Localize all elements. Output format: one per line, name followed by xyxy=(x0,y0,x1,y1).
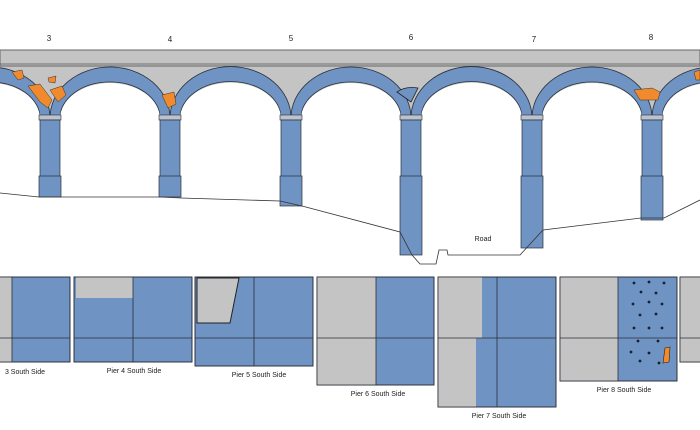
arch-opening xyxy=(662,84,700,119)
arch-opening xyxy=(60,83,160,119)
deck-parapet xyxy=(0,49,700,67)
pier-number-5: 5 xyxy=(289,34,294,43)
pier-number-labels: 3 4 5 6 7 8 Road xyxy=(47,33,654,243)
panel-label-pier-7: Pier 7 South Side xyxy=(472,413,527,420)
defect-dot xyxy=(657,361,661,365)
defect-dot xyxy=(629,350,633,354)
arch-opening xyxy=(0,83,40,119)
panel-label-pier-4: Pier 4 South Side xyxy=(107,368,162,375)
defect-dot xyxy=(660,302,664,306)
pier-shaft xyxy=(159,119,181,178)
pier-cap xyxy=(279,114,303,121)
elevation-view xyxy=(0,49,700,265)
pier-shaft xyxy=(641,119,663,178)
pier-base xyxy=(38,175,62,198)
arch-ring xyxy=(651,67,700,119)
defect-dot xyxy=(656,339,660,343)
defect-dot xyxy=(654,312,658,316)
damage-patch xyxy=(47,75,57,84)
pier-shaft xyxy=(280,119,302,178)
ground-profile xyxy=(0,192,700,265)
defect-dot xyxy=(647,351,651,355)
pier-number-3: 3 xyxy=(47,34,52,43)
defect-dot xyxy=(636,339,640,343)
pier-shaft xyxy=(521,119,543,178)
pier-cap xyxy=(158,114,182,121)
damage-patch xyxy=(27,83,53,109)
pier-base xyxy=(640,175,664,221)
panel-label-pier-6: Pier 6 South Side xyxy=(351,391,406,398)
damage-patch xyxy=(11,69,25,81)
panel-outline xyxy=(679,276,700,363)
defect-dot xyxy=(638,359,642,363)
pier-number-4: 4 xyxy=(168,35,173,44)
pier-cap xyxy=(399,114,423,121)
defect-dot xyxy=(660,326,664,330)
defect-dot xyxy=(638,313,642,317)
arch-opening xyxy=(542,83,642,119)
arch-opening xyxy=(180,82,281,119)
pier-face-panels xyxy=(0,276,700,408)
damage-patch xyxy=(49,85,67,103)
panel-outline xyxy=(0,276,71,363)
defect-dot xyxy=(654,291,658,295)
arch-opening xyxy=(421,82,522,119)
panel-outline xyxy=(316,276,435,386)
panel-outline xyxy=(437,276,557,408)
road-label: Road xyxy=(475,236,492,243)
pier-cap xyxy=(520,114,544,121)
repointed-area xyxy=(438,277,482,338)
panel-label-pier-8: Pier 8 South Side xyxy=(597,387,652,394)
pier-base xyxy=(158,175,182,198)
panel-outline xyxy=(194,276,314,367)
pier-number-7: 7 xyxy=(532,35,537,44)
repointed-area xyxy=(0,277,12,362)
repointed-area xyxy=(317,277,376,385)
pier-shaft xyxy=(400,119,422,178)
damage-patch xyxy=(662,346,671,364)
defect-dot xyxy=(647,280,651,284)
pier-shaft xyxy=(39,119,61,178)
damage-patch xyxy=(633,87,661,101)
defect-dot xyxy=(647,326,651,330)
pier-cap xyxy=(640,114,664,121)
panel-label-pier-5: Pier 5 South Side xyxy=(232,372,287,379)
pier-cap xyxy=(38,114,62,121)
pier-number-8: 8 xyxy=(649,33,654,42)
spalled-area xyxy=(396,87,419,103)
panel-labels: 3 South Side Pier 4 South Side Pier 5 So… xyxy=(5,368,651,420)
pier-number-6: 6 xyxy=(409,33,414,42)
damage-patch xyxy=(693,69,700,81)
defect-dot xyxy=(631,302,635,306)
repointed-area xyxy=(680,277,700,362)
defect-dot xyxy=(632,281,636,285)
pier-base xyxy=(520,175,544,249)
defect-dot xyxy=(662,281,666,285)
pier-base xyxy=(279,175,303,207)
defect-dot xyxy=(632,326,636,330)
repointed-area xyxy=(560,277,618,381)
repointed-area xyxy=(438,338,476,407)
repointed-area xyxy=(196,277,240,324)
defect-dot xyxy=(647,300,651,304)
defect-dot xyxy=(639,290,643,294)
panel-label-pier-3: 3 South Side xyxy=(5,369,45,376)
damage-patch xyxy=(161,91,177,109)
pier-base xyxy=(399,175,423,256)
arch-opening xyxy=(301,83,401,119)
panel-outline xyxy=(559,276,678,382)
repointed-area xyxy=(76,277,133,298)
panel-outline xyxy=(73,276,193,363)
